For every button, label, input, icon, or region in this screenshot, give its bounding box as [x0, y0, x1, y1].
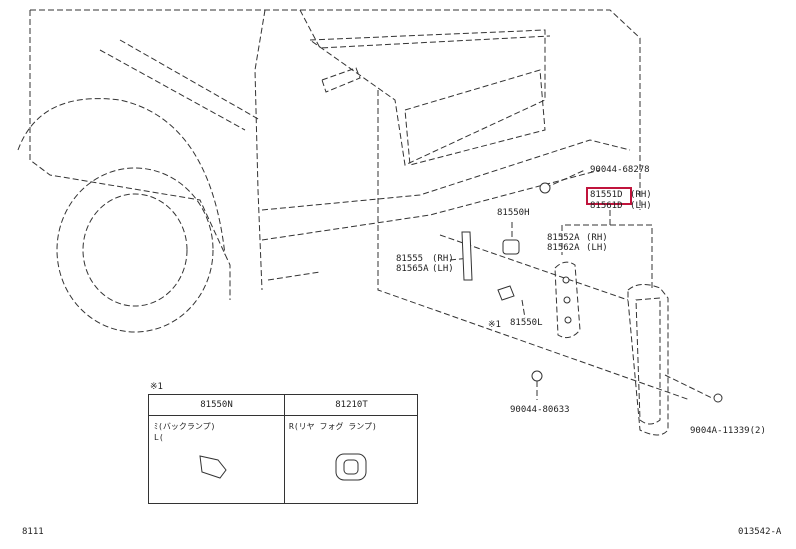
- socket-81210t-icon-core: [343, 459, 359, 475]
- table-col1-desc-1: ﾐ(バックランプ): [154, 422, 216, 431]
- rear-wheel-inner: [82, 193, 188, 307]
- leader-90044-68278: [544, 169, 586, 189]
- label-81565a[interactable]: 81565A: [396, 264, 429, 274]
- label-81562a[interactable]: 81562A: [547, 243, 580, 253]
- label-81561d[interactable]: 81561D: [590, 201, 623, 211]
- leader-81551d: [561, 210, 611, 255]
- footer-left-code: 8111: [22, 527, 44, 537]
- screw-90044-80633: [531, 370, 543, 382]
- label-81561d-side: (LH): [630, 201, 652, 211]
- label-90044-80633[interactable]: 90044-80633: [510, 405, 570, 415]
- label-81551d[interactable]: 81551D: [590, 190, 623, 200]
- label-ref-x1: ※1: [488, 320, 501, 330]
- table-col1-desc-2: L(: [154, 433, 164, 442]
- label-81562a-side: (LH): [586, 243, 608, 253]
- rear-door-panel: [308, 29, 546, 166]
- screw-9004a-11339: [713, 393, 723, 403]
- label-81555[interactable]: 81555: [396, 254, 424, 264]
- license-plate-recess: [404, 69, 546, 166]
- table-col1-part[interactable]: 81550N: [200, 400, 233, 410]
- bulb-81550n-icon: [199, 455, 227, 479]
- rear-lower-edge: [261, 169, 601, 241]
- label-81550l[interactable]: 81550L: [510, 318, 543, 328]
- wheel-arch: [17, 98, 226, 256]
- table-col2-part[interactable]: 81210T: [335, 400, 368, 410]
- vehicle-rear-door-top: [299, 9, 551, 49]
- table-col2-desc: R(リヤ フォグ ランプ): [289, 422, 377, 431]
- clip-90044-68278: [539, 182, 551, 194]
- rear-lower-edge-2: [267, 271, 321, 281]
- socket-81550h: [502, 239, 520, 255]
- gasket-hole-1: [562, 276, 570, 284]
- label-81565a-side: (LH): [432, 264, 454, 274]
- label-90044-68278[interactable]: 90044-68278: [590, 165, 650, 175]
- wire-harness-81555: [461, 231, 473, 281]
- label-9004a-11339[interactable]: 9004A-11339(2): [690, 426, 766, 436]
- vehicle-rear-pillar: [254, 9, 266, 291]
- reference-table: 81550N 81210T ﾐ(バックランプ) L( R(リヤ フォグ ランプ): [148, 394, 418, 504]
- leader-81551d-b: [610, 224, 653, 288]
- label-81555-side: (RH): [432, 254, 454, 264]
- assembly-plane: [377, 90, 691, 401]
- label-81552a-side: (RH): [586, 233, 608, 243]
- vehicle-side-outline: [29, 10, 231, 300]
- highlight-box-81551d: [586, 187, 632, 205]
- vehicle-roof-line: [30, 9, 641, 210]
- table-note: ※1: [150, 382, 163, 392]
- leader-81550l: [521, 299, 526, 319]
- label-81550h[interactable]: 81550H: [497, 208, 530, 218]
- label-81552a[interactable]: 81552A: [547, 233, 580, 243]
- gasket-hole-3: [564, 316, 572, 324]
- bulb-81550l: [497, 285, 515, 301]
- rear-bumper-line: [261, 139, 631, 211]
- leader-81555: [449, 257, 471, 261]
- lamp-lens-inner: [635, 297, 661, 425]
- leader-9004a: [664, 374, 713, 399]
- gasket-hole-2: [563, 296, 571, 304]
- body-crease: [119, 39, 261, 121]
- leader-lamp-plane: [439, 234, 629, 301]
- rear-wheel-outer: [56, 167, 214, 333]
- door-handle: [321, 67, 361, 93]
- footer-right-code: 013542-A: [738, 527, 782, 537]
- label-81551d-side: (RH): [630, 190, 652, 200]
- rear-combination-lamp: [627, 284, 669, 436]
- body-crease-2: [99, 49, 246, 131]
